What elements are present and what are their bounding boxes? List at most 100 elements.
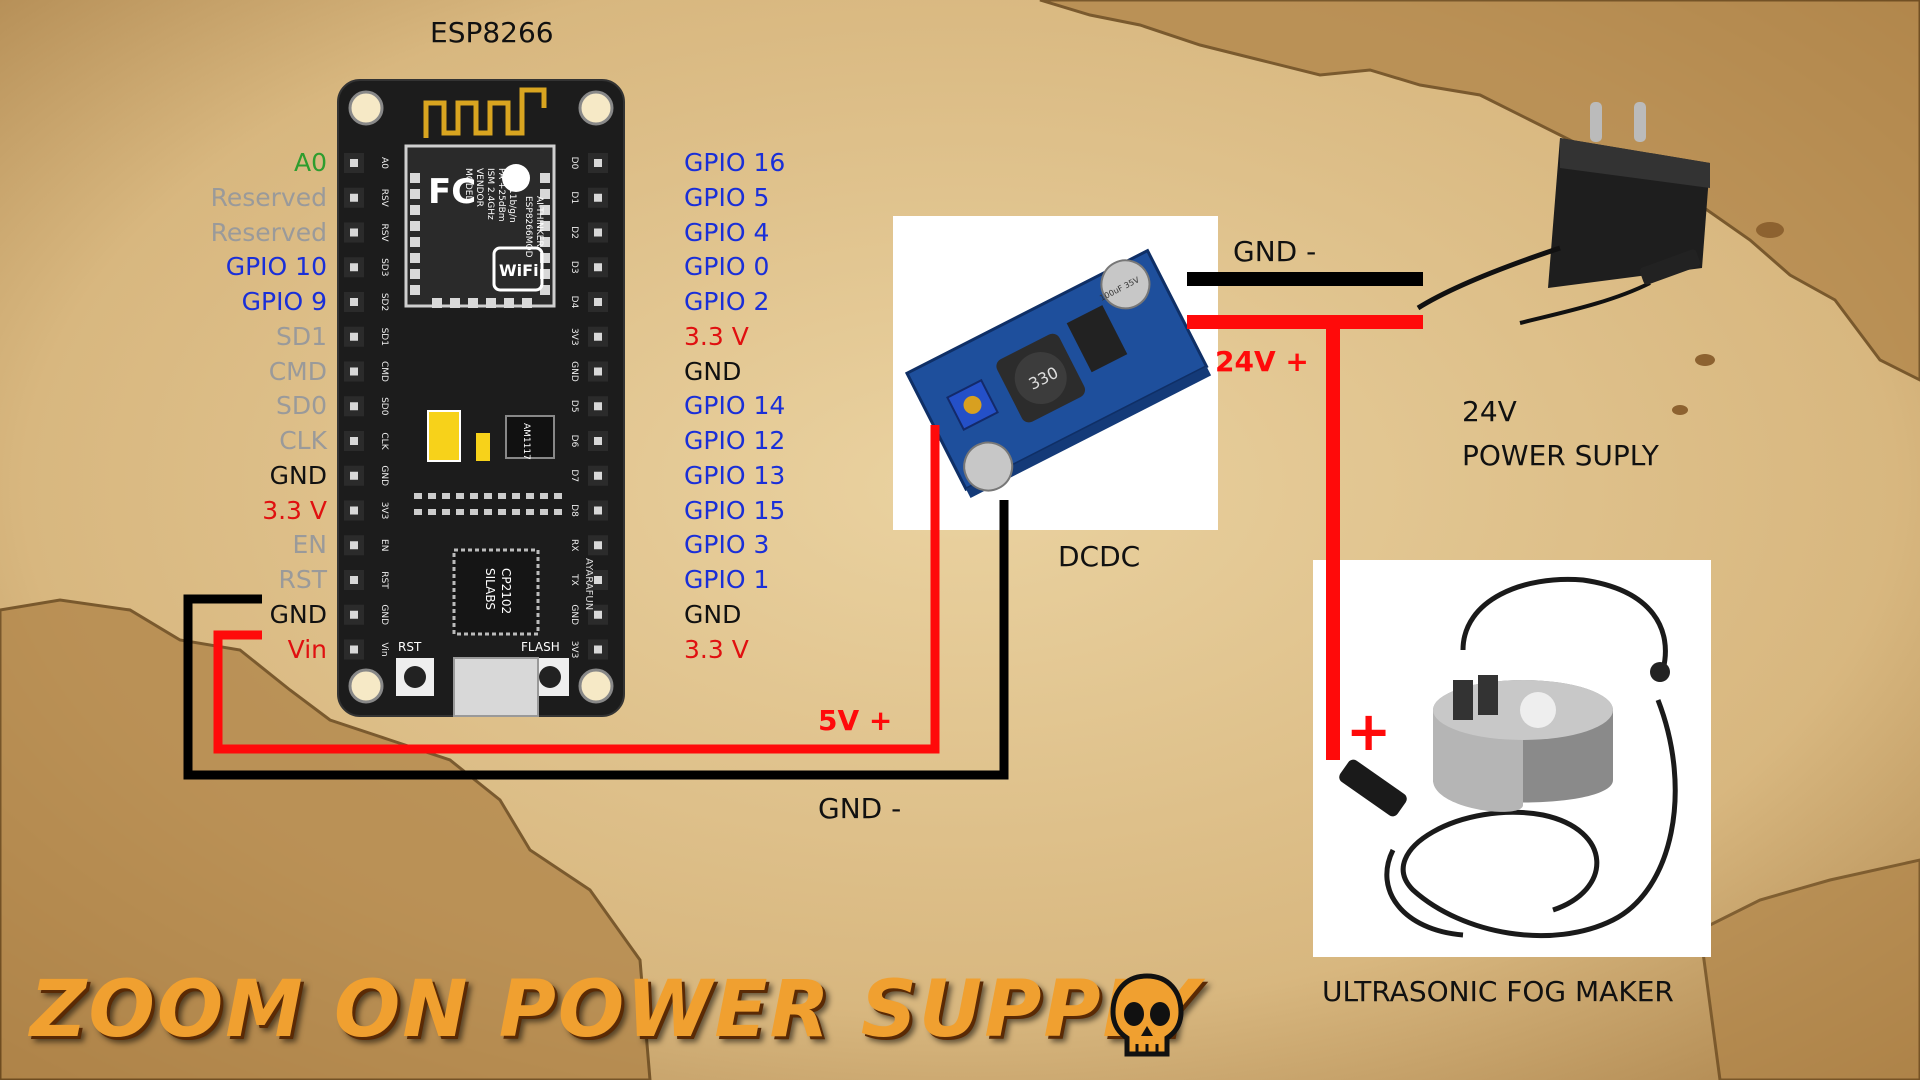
module-pad [540,253,550,263]
silk-label: RST [379,571,389,589]
silk-label: GND [569,604,579,625]
chip-label: SILABS [483,568,497,610]
header-pin-core [594,228,602,237]
smd-component [428,493,436,499]
capacitor-small [476,433,490,461]
smd-component [512,493,520,499]
esp8266-title: ESP8266 [430,16,554,49]
right-pin-label: GPIO 1 [684,565,770,594]
capacitor-right [1100,259,1151,310]
module-pad [410,189,420,199]
left-pin-label: SD0 [275,391,327,421]
silk-label: 3V3 [379,502,389,520]
right-pin-label: 3.3 V [684,321,749,351]
header-pin-core [350,437,358,445]
module-pad [540,189,550,199]
smd-component [470,509,478,515]
silk-label: D6 [569,435,579,448]
module-label: PA +25dBm [496,168,506,222]
silk-label: RX [569,539,579,551]
right-pin-label: GPIO 5 [684,182,770,212]
smd-component [526,493,534,499]
smd-component [470,493,478,499]
label-24v: 24V + [1215,345,1309,378]
left-pin-label: CMD [268,356,327,386]
silk-label: SD0 [379,397,389,416]
fog-maker-device [1339,576,1678,939]
fog-plug [1339,759,1407,817]
brand-text: AYARAFUN [583,558,594,610]
silk-label: SD1 [379,328,389,346]
silk-label: D8 [569,504,579,517]
header-pin-core [350,298,358,306]
smd-component [442,493,450,499]
header-pin-core [350,263,358,272]
header-pin-core [350,332,358,341]
header-pin-core [350,367,358,376]
module-pad [522,298,532,308]
header-pin-core [594,471,602,480]
module-pad [410,221,420,231]
right-pin-label: GPIO 0 [684,252,770,282]
wifi-logo-text: WiFi [499,261,539,280]
header-pin-core [594,576,602,584]
module-pad [432,298,442,308]
esp8266-board: A0RSVRSVSD3SD2SD1CMDSD0CLKGND3V3ENRSTGND… [337,79,625,717]
header-pin-core [594,506,602,515]
module-pad [540,269,550,279]
right-pin-label: GPIO 16 [684,148,786,177]
silk-label: CMD [379,361,389,382]
header-pin-core [350,576,358,584]
silk-label: SD2 [379,293,389,311]
module-pad [486,298,496,308]
left-pin-label: GPIO 10 [225,252,327,282]
silk-label: Vin [379,642,389,656]
smd-component [540,493,548,499]
module-pad [540,173,550,183]
skull-icon [1110,973,1184,1057]
mount-hole [348,90,384,126]
silk-label: D0 [569,157,579,170]
module-pad [540,285,550,295]
right-pin-label: GPIO 13 [684,460,786,490]
header-pin-core [594,541,602,550]
mount-hole [578,668,614,704]
right-pin-label: GND [684,356,742,386]
header-pin-core [350,506,358,515]
right-pin-label: GPIO 4 [684,217,770,247]
module-label: MODEL [463,168,473,200]
left-pin-label: A0 [293,148,327,177]
header-pin-core [594,610,602,619]
smd-component [442,509,450,515]
silk-label: RSV [379,223,389,242]
header-pin-core [594,159,602,167]
right-pin-label: GPIO 15 [684,495,786,525]
header-pin-core [350,193,358,202]
header-pin-core [594,437,602,445]
header-pin-core [594,367,602,376]
ic-chip [1066,305,1128,373]
right-pin-label: 3.3 V [684,634,749,664]
micro-usb-port [453,657,539,717]
capacitor-left [963,441,1014,492]
module-pad [410,253,420,263]
label-5v: 5V + [818,704,893,737]
header-pin-core [350,228,358,237]
silk-label: 3V3 [569,328,579,346]
header-pin-core [594,402,602,411]
left-pin-label: Reserved [210,182,327,212]
module-pad [540,237,550,247]
silk-label: D7 [569,469,579,482]
left-pin-label: 3.3 V [262,495,327,525]
flash-label: FLASH [521,640,560,654]
module-pad [540,221,550,231]
module-pad [504,298,514,308]
silk-label: GND [379,604,389,625]
power-supply-label-1: 24V [1462,395,1517,428]
fog-plus-sign: + [1346,700,1392,763]
smd-component [414,493,422,499]
wifi-logo [492,246,544,292]
right-pin-label: GPIO 14 [684,391,786,421]
silk-label: RSV [379,189,389,208]
